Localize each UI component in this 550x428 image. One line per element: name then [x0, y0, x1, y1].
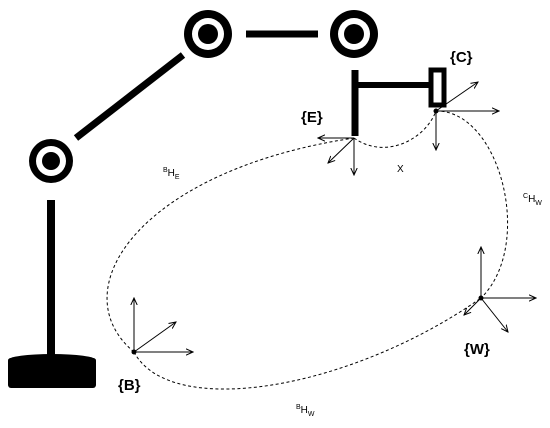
frame-label-c: {C} — [450, 49, 473, 66]
joint-wrist — [330, 10, 378, 58]
camera-mount — [428, 67, 447, 108]
transform-path-c-to-w — [435, 110, 509, 299]
transform-label-c-to-w: CHW — [523, 193, 542, 207]
transform-path-b-to-e — [106, 137, 355, 353]
joint-elbow — [184, 10, 232, 58]
transform-path-e-to-c — [353, 110, 437, 148]
transform-label-b-to-e: BHE — [163, 167, 180, 181]
transform-path-b-to-w — [133, 297, 482, 390]
frame-c-axes — [436, 82, 499, 150]
frame-b-origin — [131, 349, 137, 355]
frame-b-axes — [134, 298, 193, 352]
transform-label-b-to-w: BHW — [296, 404, 315, 418]
joint-shoulder — [29, 139, 73, 183]
frame-w-origin — [478, 295, 484, 301]
frame-label-b: {B} — [118, 377, 141, 394]
frame-label-w: {W} — [464, 341, 490, 358]
transform-label-e-to-c: X — [397, 164, 404, 175]
frame-label-e: {E} — [301, 109, 323, 126]
frame-c-origin — [433, 108, 439, 114]
robot-base — [8, 354, 96, 388]
robot-upper-arm — [73, 52, 186, 141]
frame-w-axes — [464, 247, 536, 332]
frame-e-axes — [318, 138, 354, 175]
